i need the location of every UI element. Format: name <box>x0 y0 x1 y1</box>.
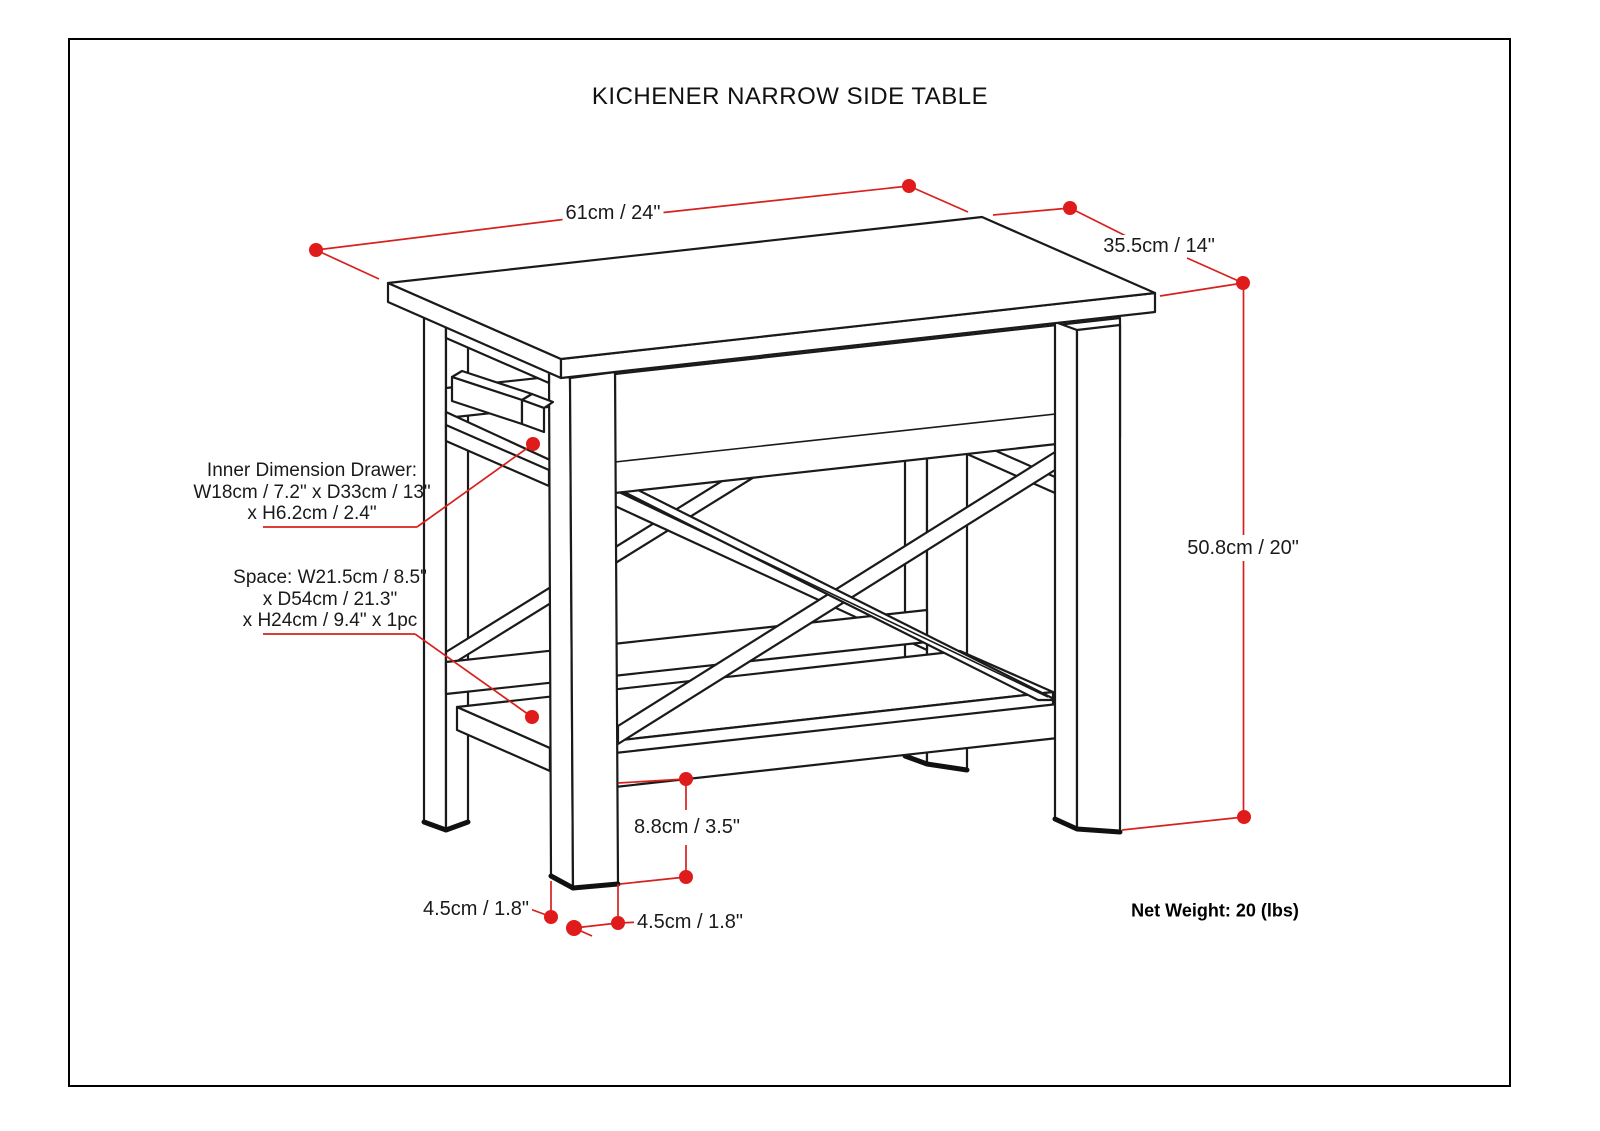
shelf-space-line2: x D54cm / 21.3" <box>262 588 398 610</box>
page-border <box>68 38 1511 1087</box>
dimension-lines <box>263 179 1251 937</box>
shelf-space-line1: Space: W21.5cm / 8.5" <box>233 566 427 588</box>
drawer-dimension-block: Inner Dimension Drawer: W18cm / 7.2" x D… <box>193 460 430 525</box>
shelf-space-line3: x H24cm / 9.4" x 1pc <box>242 609 418 631</box>
front-x-brace <box>611 450 1058 746</box>
drawer-handle <box>450 369 555 434</box>
depth-dimension-label: 35.5cm / 14" <box>1100 235 1218 257</box>
shelf-clearance-label: 8.8cm / 3.5" <box>630 816 744 838</box>
height-dimension-label: 50.8cm / 20" <box>1184 537 1302 559</box>
drawer-dimension-line2: W18cm / 7.2" x D33cm / 13" <box>193 481 431 503</box>
product-title: KICHENER NARROW SIDE TABLE <box>591 83 989 110</box>
front-left-leg <box>547 368 621 891</box>
leg-depth-label: 4.5cm / 1.8" <box>419 898 533 920</box>
drawer-dimension-line3: x H6.2cm / 2.4" <box>247 502 377 524</box>
net-weight-label: Net Weight: 20 (lbs) <box>1131 900 1299 921</box>
shelf-space-block: Space: W21.5cm / 8.5" x D54cm / 21.3" x … <box>233 567 427 632</box>
drawer-dimension-line1: Inner Dimension Drawer: <box>206 459 418 481</box>
width-dimension-label: 61cm / 24" <box>562 202 664 224</box>
tabletop <box>386 215 1157 380</box>
dimension-dots <box>309 179 1251 936</box>
leg-width-label: 4.5cm / 1.8" <box>633 911 747 933</box>
front-right-leg <box>1052 320 1123 835</box>
